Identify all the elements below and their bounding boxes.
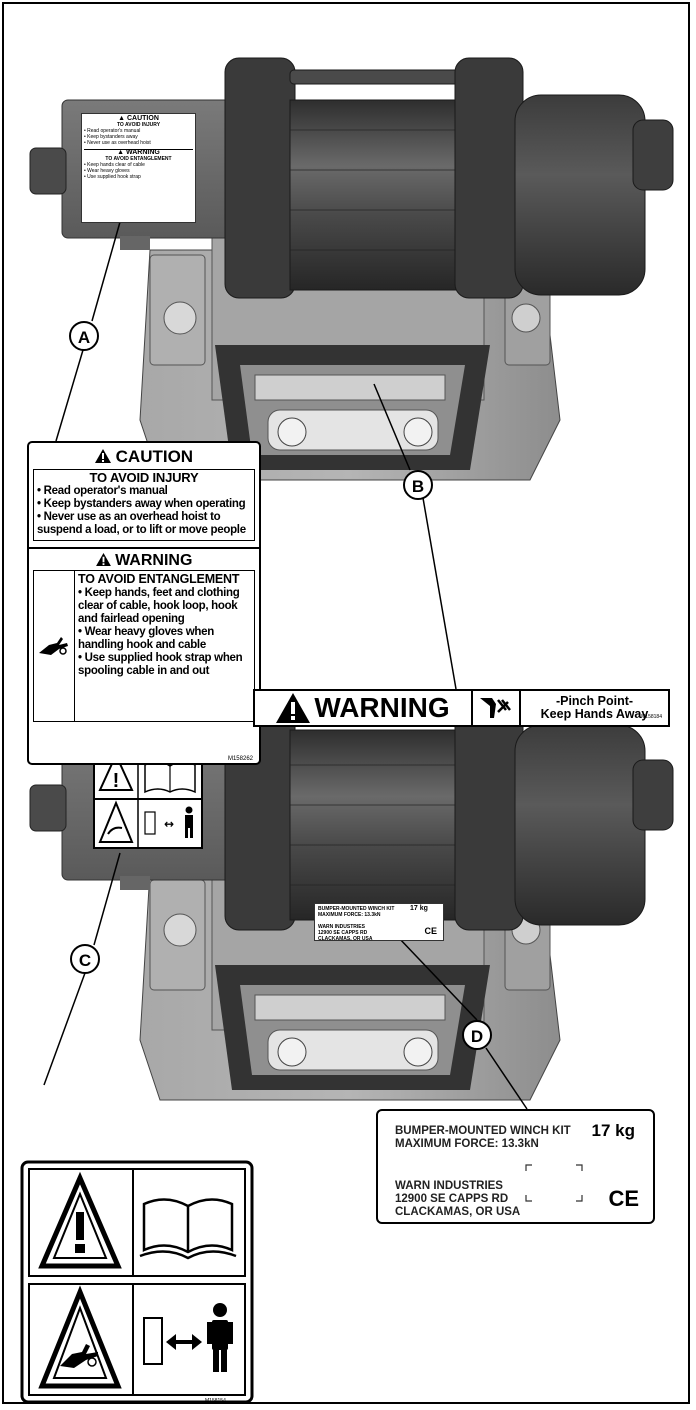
caution-item: Never use as an overhead hoist to suspen… — [37, 511, 251, 537]
svg-text:!: ! — [113, 770, 120, 792]
warning-item: Wear heavy gloves when handling hook and… — [78, 626, 251, 652]
warning-heading: WARNING — [29, 547, 259, 570]
callout-a: A — [69, 321, 99, 351]
product-weight: 17 kg — [591, 1121, 635, 1140]
mini-line2: MAXIMUM FORCE: 13.3kN — [318, 912, 381, 918]
manual-book-icon — [139, 1198, 237, 1260]
warning-item: Keep hands, feet and clothing clear of c… — [78, 587, 251, 626]
decal-c-safety-symbols — [20, 1160, 254, 1404]
caution-heading: CAUTION — [29, 447, 259, 467]
pinch-line1: -Pinch Point- — [555, 694, 634, 708]
caution-panel: TO AVOID INJURY Read operator's manual K… — [33, 469, 255, 541]
mini-addr2: 12900 SE CAPPS RD — [318, 930, 368, 936]
svg-text:↔: ↔ — [164, 817, 174, 831]
caution-title: TO AVOID INJURY — [89, 470, 199, 485]
address-line3: CLACKAMAS, OR USA — [395, 1206, 521, 1218]
mini-weight: 17 kg — [410, 905, 428, 912]
caution-heading-text: CAUTION — [115, 447, 194, 466]
caution-item: Read operator's manual — [37, 485, 251, 498]
serial-corner-marks-icon — [525, 1164, 583, 1202]
warning-item: Use supplied hook strap when spooling ca… — [78, 652, 251, 678]
warning-heading-text: WARNING — [115, 552, 193, 569]
keep-distance-icon — [143, 1303, 233, 1372]
pinch-line2: Keep Hands Away — [540, 707, 649, 721]
decal-b-pinch-point: WARNING -Pinch Point- Keep Hands Away M1… — [253, 689, 670, 727]
decal-a-caution-warning: CAUTION TO AVOID INJURY Read operator's … — [27, 441, 261, 765]
callout-b: B — [403, 470, 433, 500]
decal-a-on-winch: ▲ CAUTION TO AVOID INJURY • Read operato… — [81, 113, 196, 223]
decal-d-on-winch: BUMPER-MOUNTED WINCH KIT 17 kg MAXIMUM FO… — [314, 903, 444, 942]
bottom-winch-drawing: ! ↔ — [29, 689, 674, 1101]
mini-addr3: CLACKAMAS, OR USA — [318, 936, 373, 942]
warning-triangle-icon — [95, 553, 111, 566]
warning-word: WARNING — [314, 692, 450, 723]
pinch-hand-icon — [473, 691, 521, 725]
pinch-text: -Pinch Point- Keep Hands Away M158184 — [521, 691, 668, 725]
decal-d-product-label: BUMPER-MOUNTED WINCH KIT MAXIMUM FORCE: … — [376, 1109, 655, 1224]
entanglement-triangle-icon — [38, 1285, 122, 1389]
mini-line1: BUMPER-MOUNTED WINCH KIT — [318, 906, 395, 912]
caution-item: Keep bystanders away when operating — [37, 498, 251, 511]
decal-c-part-code: M158154 — [205, 1398, 226, 1404]
caution-triangle-icon — [94, 449, 111, 463]
warning-triangle-icon — [276, 693, 311, 723]
mini-addr1: WARN INDUSTRIES — [318, 924, 365, 930]
product-line2: MAXIMUM FORCE: 13.3kN — [395, 1138, 539, 1150]
address-line2: 12900 SE CAPPS RD — [395, 1193, 509, 1205]
ce-mark: CE — [608, 1186, 639, 1211]
warning-panel: TO AVOID ENTANGLEMENT Keep hands, feet a… — [33, 570, 255, 722]
decal-a-part-code: M158262 — [227, 756, 253, 762]
address-line1: WARN INDUSTRIES — [395, 1180, 503, 1192]
decal-b-part-code: M158184 — [641, 714, 662, 720]
product-line1: BUMPER-MOUNTED WINCH KIT — [395, 1125, 571, 1137]
warning-word-block: WARNING — [255, 691, 473, 725]
mini-ce-mark: CE — [424, 926, 437, 936]
alert-triangle-icon — [38, 1171, 122, 1269]
hand-entanglement-icon — [34, 571, 75, 721]
warning-title: TO AVOID ENTANGLEMENT — [78, 572, 240, 586]
callout-c: C — [70, 944, 100, 974]
callout-d: D — [462, 1020, 492, 1050]
